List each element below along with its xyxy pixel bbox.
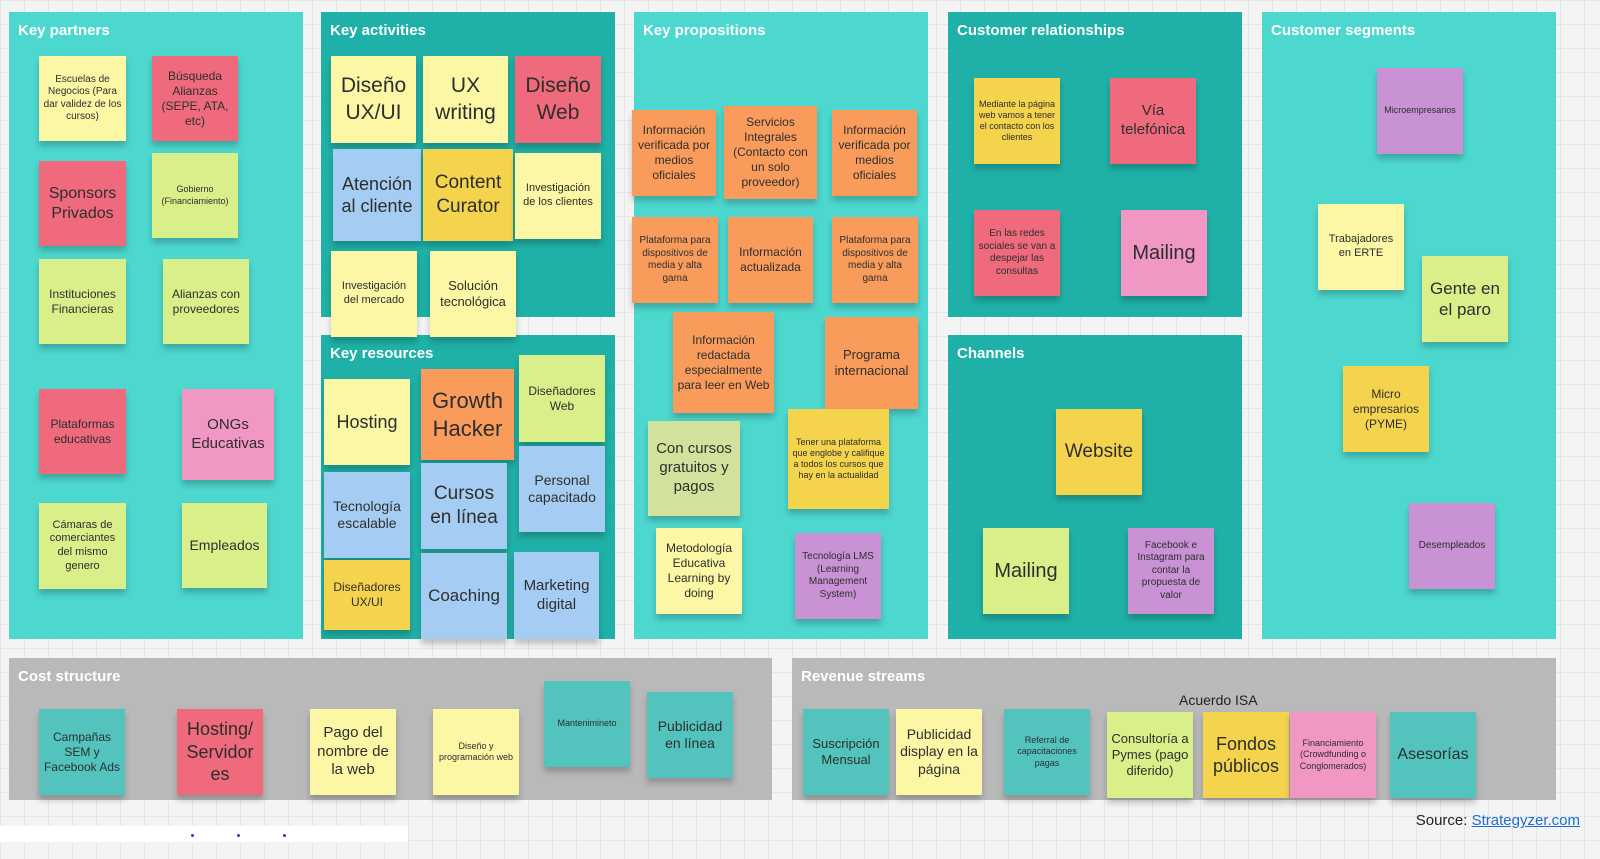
sticky-note[interactable]: Tener una plataforma que englobe y calif… — [788, 409, 889, 509]
source-credit: Source: Strategyzer.com — [1416, 812, 1580, 829]
sticky-note[interactable]: Cámaras de comerciantes del mismo genero — [39, 503, 126, 589]
customer-segments-title: Customer segments — [1271, 22, 1416, 39]
revenue-note-label: Acuerdo ISA — [1179, 692, 1258, 708]
dot-icon — [283, 834, 286, 837]
key-activities-title: Key activities — [330, 22, 426, 39]
sticky-note[interactable]: ONGs Educativas — [182, 389, 274, 480]
sticky-note[interactable]: Mediante la página web vamos a tener el … — [974, 78, 1060, 164]
sticky-note[interactable]: Con cursos gratuitos y pagos — [648, 421, 740, 516]
sticky-note[interactable]: Atención al cliente — [333, 149, 421, 241]
sticky-note[interactable]: Plataforma para dispositivos de media y … — [832, 217, 918, 303]
sticky-note[interactable]: Información actualizada — [728, 217, 813, 303]
sticky-note[interactable]: Metodología Educativa Learning by doing — [656, 528, 742, 614]
sticky-note[interactable]: Servicios Integrales (Contacto con un so… — [724, 106, 817, 199]
sticky-note[interactable]: Búsqueda Alianzas (SEPE, ATA, etc) — [152, 56, 238, 141]
sticky-note[interactable]: Información redactada especialmente para… — [673, 312, 774, 413]
sticky-note[interactable]: Content Curator — [423, 149, 513, 241]
sticky-note[interactable]: Diseñadores Web — [519, 355, 605, 442]
sticky-note[interactable]: Diseño y programación web — [433, 709, 519, 795]
source-label: Source: — [1415, 812, 1468, 829]
sticky-note[interactable]: Gente en el paro — [1422, 256, 1508, 342]
sticky-note[interactable]: Plataformas educativas — [39, 389, 126, 474]
sticky-note[interactable]: Pago del nombre de la web — [310, 709, 396, 795]
source-link[interactable]: Strategyzer.com — [1471, 812, 1580, 829]
sticky-note[interactable]: Publicidad en línea — [647, 692, 733, 778]
sticky-note[interactable]: Empleados — [182, 503, 267, 588]
bottom-toolbar-fragment — [0, 826, 408, 842]
sticky-note[interactable]: Asesorías — [1390, 712, 1476, 798]
sticky-note[interactable]: Instituciones Financieras — [39, 259, 126, 344]
sticky-note[interactable]: Investigación del mercado — [331, 251, 417, 337]
sticky-note[interactable]: Desempleados — [1409, 503, 1495, 589]
revenue-streams-title: Revenue streams — [801, 668, 926, 685]
sticky-note[interactable]: Diseño Web — [515, 56, 601, 143]
sticky-note[interactable]: Referral de capacitaciones pagas — [1004, 709, 1090, 795]
sticky-note[interactable]: En las redes sociales se van a despejar … — [974, 210, 1060, 296]
sticky-note[interactable]: UX writing — [423, 56, 508, 143]
sticky-note[interactable]: Solución tecnológica — [430, 251, 516, 337]
sticky-note[interactable]: Growth Hacker — [421, 369, 514, 460]
sticky-note[interactable]: Microempresarios — [1377, 68, 1463, 154]
sticky-note[interactable]: Facebook e Instagram para contar la prop… — [1128, 528, 1214, 614]
sticky-note[interactable]: Cursos en línea — [421, 463, 507, 549]
sticky-note[interactable]: Publicidad display en la página — [896, 709, 982, 795]
sticky-note[interactable]: Información verificada por medios oficia… — [632, 110, 716, 196]
sticky-note[interactable]: Personal capacitado — [519, 446, 605, 532]
customer-relationships-title: Customer relationships — [957, 22, 1125, 39]
sticky-note[interactable]: Escuelas de Negocios (Para dar validez d… — [39, 56, 126, 141]
sticky-note[interactable]: Fondos públicos — [1203, 712, 1289, 798]
sticky-note[interactable]: Tecnología escalable — [324, 472, 410, 558]
key-partners-title: Key partners — [18, 22, 110, 39]
sticky-note[interactable]: Website — [1056, 409, 1142, 495]
channels-title: Channels — [957, 345, 1025, 362]
sticky-note[interactable]: Diseñadores UX/UI — [324, 560, 410, 630]
sticky-note[interactable]: Marketing digital — [514, 552, 599, 639]
sticky-note[interactable]: Alianzas con proveedores — [163, 259, 249, 344]
sticky-note[interactable]: Mailing — [983, 528, 1069, 614]
dot-icon — [191, 834, 194, 837]
cost-structure-title: Cost structure — [18, 668, 121, 685]
key-propositions-title: Key propositions — [643, 22, 766, 39]
sticky-note[interactable]: Gobierno (Financiamiento) — [152, 153, 238, 238]
sticky-note[interactable]: Coaching — [421, 553, 507, 639]
sticky-note[interactable]: Consultoría a Pymes (pago diferido) — [1107, 712, 1193, 798]
sticky-note[interactable]: Tecnología LMS (Learning Management Syst… — [795, 533, 881, 619]
sticky-note[interactable]: Hosting/ Servidor es — [177, 709, 263, 795]
sticky-note[interactable]: Hosting — [324, 379, 410, 465]
sticky-note[interactable]: Suscripción Mensual — [803, 709, 889, 795]
sticky-note[interactable]: Micro empresarios (PYME) — [1343, 366, 1429, 452]
sticky-note[interactable]: Financiamiento (Crowdfunding o Conglomer… — [1290, 712, 1376, 798]
sticky-note[interactable]: Mailing — [1121, 210, 1207, 296]
sticky-note[interactable]: Diseño UX/UI — [331, 56, 416, 143]
sticky-note[interactable]: Mantenimineto — [544, 681, 630, 767]
sticky-note[interactable]: Información verificada por medios oficia… — [832, 110, 917, 196]
sticky-note[interactable]: Programa internacional — [825, 317, 918, 409]
sticky-note[interactable]: Campañas SEM y Facebook Ads — [39, 709, 125, 795]
sticky-note[interactable]: Plataforma para dispositivos de media y … — [632, 217, 718, 303]
dot-icon — [237, 834, 240, 837]
sticky-note[interactable]: Vía telefónica — [1110, 78, 1196, 164]
sticky-note[interactable]: Sponsors Privados — [39, 161, 126, 246]
sticky-note[interactable]: Trabajadores en ERTE — [1318, 204, 1404, 290]
sticky-note[interactable]: Investigación de los clientes — [515, 153, 601, 239]
key-resources-title: Key resources — [330, 345, 434, 362]
